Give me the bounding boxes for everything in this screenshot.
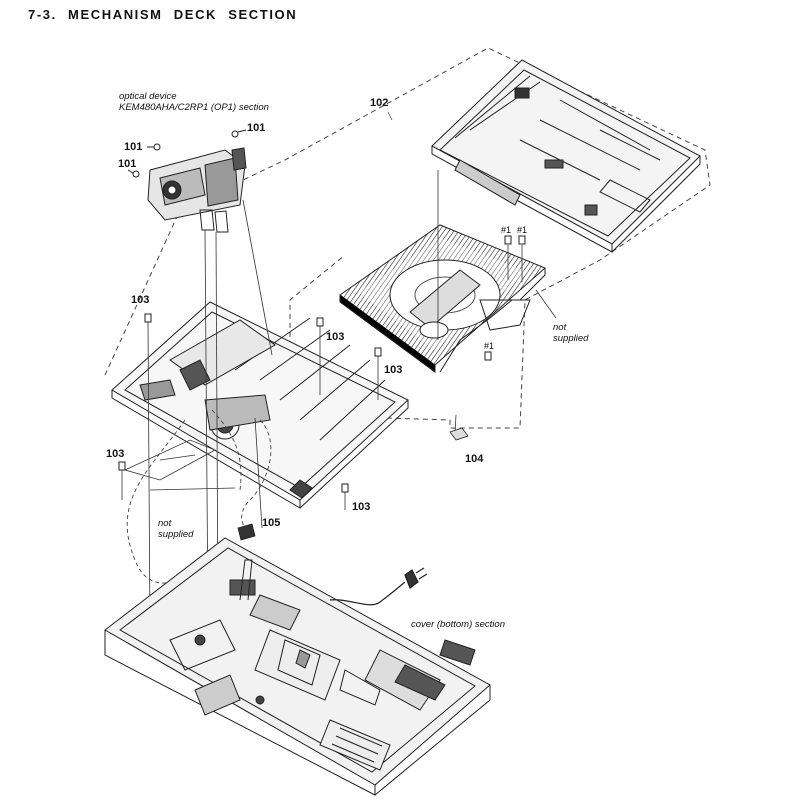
caption-optical-device-2: KEM480AHA/C2RP1 (OP1) section: [119, 102, 269, 113]
top-chassis-tray: [431, 59, 701, 253]
cover-bottom-base: [104, 537, 491, 796]
part-105-cable: [237, 523, 256, 541]
part-label-101: 101: [118, 158, 137, 170]
part-label-103: 103: [326, 331, 345, 343]
part-label-101: 101: [247, 122, 266, 134]
screw-101-group: [127, 129, 247, 178]
screw-h1-group: [484, 235, 526, 361]
dashed-cable-routing: [126, 409, 272, 584]
part-label-102: 102: [370, 97, 389, 109]
caption-not-supplied-2a: not: [158, 518, 172, 529]
disc-tray-mesh-cover: [339, 224, 546, 373]
part-label-103: 103: [352, 501, 371, 513]
part-104-sheet: [449, 427, 469, 441]
caption-not-supplied-2b: supplied: [158, 529, 194, 540]
section-title: MECHANISM DECK SECTION: [68, 7, 298, 22]
part-label-103: 103: [131, 294, 150, 306]
mechanism-deck-frame: [111, 301, 409, 509]
screw-label-h1: #1: [517, 225, 528, 235]
part-label-103: 103: [384, 364, 403, 376]
section-heading: 7-3. MECHANISM DECK SECTION: [28, 7, 297, 22]
power-cord: [329, 567, 428, 606]
caption-cover-bottom: cover (bottom) section: [411, 619, 505, 630]
leader-102: [387, 111, 393, 121]
caption-optical-device-1: optical device: [119, 91, 177, 102]
screw-label-h1: #1: [501, 225, 512, 235]
part-label-101: 101: [124, 141, 143, 153]
section-number: 7-3.: [28, 7, 57, 22]
part-label-104: 104: [465, 453, 484, 465]
optical-device-unit: [147, 147, 247, 233]
screw-103-group: [118, 313, 382, 493]
part-label-103: 103: [106, 448, 125, 460]
caption-not-supplied-1a: not: [553, 322, 567, 333]
caption-not-supplied-1b: supplied: [553, 333, 589, 344]
part-label-105: 105: [262, 517, 281, 529]
screw-label-h1: #1: [484, 341, 495, 351]
